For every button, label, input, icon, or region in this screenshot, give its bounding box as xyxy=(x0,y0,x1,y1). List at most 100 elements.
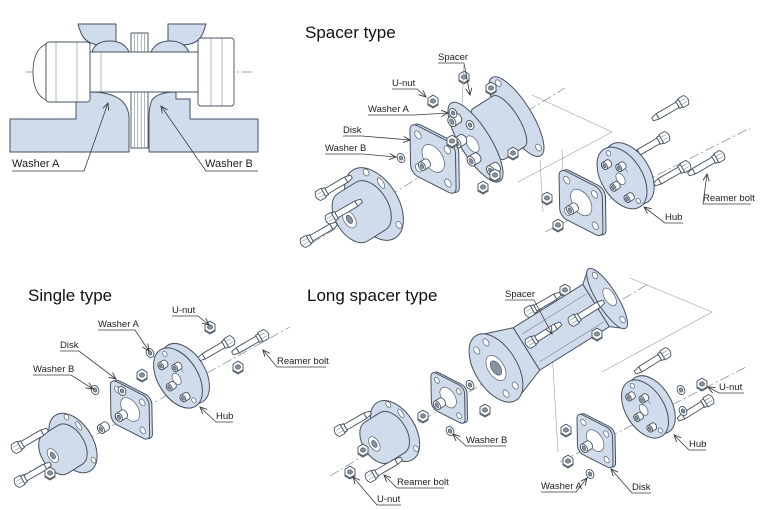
u-nut-shape xyxy=(489,168,501,183)
leader-reamer-bolt xyxy=(703,174,751,204)
leader-washer-a xyxy=(12,103,108,171)
leader-u-nut xyxy=(392,89,426,97)
leader-reamer-bolt xyxy=(263,350,326,367)
label-disk: Disk xyxy=(632,482,651,493)
u-nut-shape xyxy=(427,94,439,109)
leader-hub xyxy=(200,407,233,422)
label-washer-a: Washer A xyxy=(98,319,139,330)
label-washer-a: Washer A xyxy=(368,104,409,115)
washer-b-shape xyxy=(89,383,101,397)
washer-a-shape xyxy=(584,467,596,481)
leader-spacer xyxy=(505,300,552,334)
label-washer-b: Washer B xyxy=(325,143,366,154)
label-washer-b: Washer B xyxy=(205,158,253,170)
washer-b-shape xyxy=(395,151,407,165)
label-reamer-bolt: Reamer bolt xyxy=(703,193,755,204)
projection-lines xyxy=(518,95,612,182)
u-nut-shape xyxy=(485,81,497,96)
reamer-bolt-shape xyxy=(651,158,693,190)
panel-single-type: Single type U-nut Washer A Disk Washer B… xyxy=(9,286,329,490)
label-u-nut: U-nut xyxy=(172,305,196,316)
reamer-bolt-shape xyxy=(298,218,340,250)
reamer-bolt-shape xyxy=(649,93,691,125)
leader-washer-b xyxy=(33,375,93,389)
panel-title-single-type: Single type xyxy=(28,286,112,305)
leader-reamer-bolt xyxy=(384,475,444,488)
u-nut-shape xyxy=(357,443,369,458)
leader-u-nut-left xyxy=(353,477,401,505)
hub-shape xyxy=(612,367,685,446)
washer-a-shape xyxy=(144,346,156,360)
panel-title-spacer-type: Spacer type xyxy=(305,23,396,42)
leader-u-nut xyxy=(172,316,209,325)
u-nut-shape xyxy=(696,377,708,392)
label-disk: Disk xyxy=(343,125,362,136)
hub-shape xyxy=(144,335,220,417)
leader-spacer-fork xyxy=(462,63,464,106)
label-spacer: Spacer xyxy=(438,52,468,63)
label-spacer: Spacer xyxy=(505,289,535,300)
u-nut-shape xyxy=(477,180,489,195)
bolt-cross-section xyxy=(33,38,234,106)
label-u-nut-left: U-nut xyxy=(377,494,401,505)
leader-washer-b xyxy=(161,106,258,171)
disk-shape xyxy=(430,368,469,428)
label-hub: Hub xyxy=(689,439,706,450)
u-nut-shape xyxy=(541,191,553,206)
leader-hub xyxy=(674,435,706,450)
u-nut-shape xyxy=(552,218,564,233)
label-u-nut: U-nut xyxy=(392,78,416,89)
label-washer-a: Washer A xyxy=(541,481,582,492)
u-nut-shape xyxy=(560,423,572,438)
leader-disk xyxy=(343,136,410,140)
leader-washer-a xyxy=(541,478,587,492)
u-nut-shape xyxy=(44,466,56,481)
u-nut-shape xyxy=(446,134,458,149)
washer-a-hump-top xyxy=(92,41,129,52)
main-axis xyxy=(18,327,290,478)
label-washer-a: Washer A xyxy=(12,158,60,170)
leader-hub xyxy=(644,207,683,223)
u-nut-shape xyxy=(479,403,491,418)
hub-shape xyxy=(26,404,108,490)
reamer-bolt-shape xyxy=(229,327,271,359)
label-reamer-bolt: Reamer bolt xyxy=(397,477,449,488)
leader-washer-a xyxy=(368,113,448,115)
label-hub: Hub xyxy=(665,212,682,223)
leader-u-nut-right xyxy=(708,387,744,393)
panel-long-spacer-type: Long spacer type xyxy=(307,260,748,505)
reamer-bolt-shape xyxy=(631,345,674,378)
u-nut-shape xyxy=(232,360,244,375)
reamer-bolt-shape xyxy=(685,148,727,180)
projection-line xyxy=(552,350,558,452)
leader-washer-b xyxy=(325,154,396,157)
u-nut-shape xyxy=(591,327,603,342)
panel-title-long-spacer-type: Long spacer type xyxy=(307,286,437,305)
disk-shape xyxy=(576,409,617,472)
panel-cross-section: Washer A Washer B xyxy=(10,24,258,171)
projection-line xyxy=(540,160,543,212)
label-washer-b: Washer B xyxy=(33,364,74,375)
leader-washer-a xyxy=(98,330,149,351)
disk-shape xyxy=(409,118,461,199)
leader-disk xyxy=(611,469,651,493)
leader-washer-b xyxy=(453,434,506,446)
washer-shape xyxy=(675,383,687,397)
reamer-bolt-shape xyxy=(195,333,237,365)
u-nut-shape xyxy=(562,454,574,469)
hub-shape xyxy=(316,156,417,261)
leader-disk xyxy=(60,351,116,379)
label-reamer-bolt: Reamer bolt xyxy=(277,356,329,367)
label-u-nut-right: U-nut xyxy=(719,382,743,393)
disk-shape xyxy=(109,375,153,444)
label-hub: Hub xyxy=(216,411,233,422)
panel-spacer-type: Spacer type xyxy=(298,23,755,261)
label-washer-b: Washer B xyxy=(466,435,507,446)
u-nut-shape xyxy=(136,368,148,383)
label-disk: Disk xyxy=(60,340,79,351)
bushing-shape xyxy=(95,420,112,436)
u-nut-shape xyxy=(507,146,519,161)
u-nut-shape xyxy=(417,409,429,424)
washer-b-hump-top xyxy=(151,41,189,52)
